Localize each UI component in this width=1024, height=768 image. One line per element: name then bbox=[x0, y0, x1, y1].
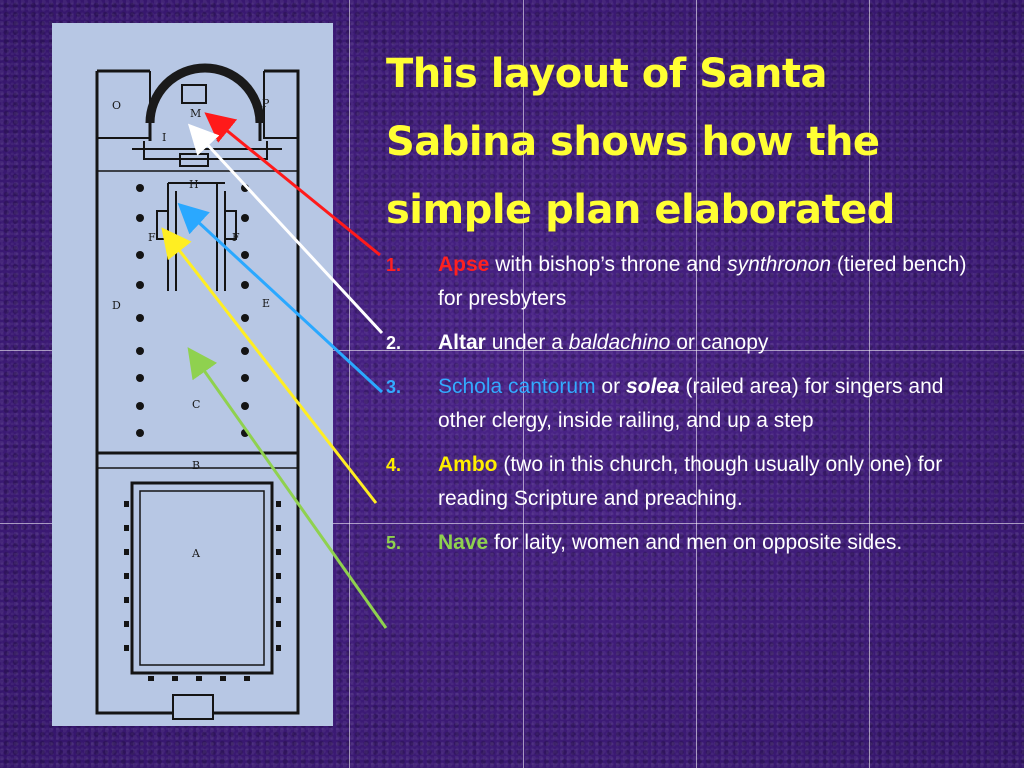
grid-line-vertical-3 bbox=[696, 0, 697, 768]
plan-label-c: C bbox=[192, 398, 200, 411]
grid-line-horizontal-1 bbox=[0, 350, 1024, 351]
plan-label-m: M bbox=[190, 107, 201, 120]
item-term: Altar bbox=[438, 331, 486, 354]
item-text: (tiered bench) for presbyters bbox=[438, 253, 967, 310]
plan-label-d: D bbox=[112, 299, 121, 312]
item-text: under a bbox=[485, 331, 569, 354]
grid-line-horizontal-2 bbox=[0, 523, 1024, 524]
plan-label-o: O bbox=[112, 99, 121, 112]
item-text: for laity, women and men on opposite sid… bbox=[488, 531, 903, 554]
grid-line-vertical-4 bbox=[869, 0, 870, 768]
list-item-altar: 2. Altar under a baldachino or canopy bbox=[386, 326, 976, 360]
plan-label-g: G bbox=[192, 211, 201, 224]
plan-label-p: P bbox=[262, 97, 270, 110]
floor-plan-drawing: O P M I I H G F F D E C B A bbox=[95, 63, 300, 720]
numbered-list: 1. Apse with bishop’s throne and synthro… bbox=[386, 248, 976, 570]
item-term: Ambo bbox=[438, 453, 498, 476]
item-term: Apse bbox=[438, 253, 490, 276]
item-italic-term: synthronon bbox=[727, 253, 832, 276]
plan-label-b: B bbox=[192, 459, 200, 472]
grid-line-vertical-1 bbox=[349, 0, 350, 768]
item-term: Schola cantorum bbox=[438, 375, 596, 398]
plan-label-e: E bbox=[262, 297, 270, 310]
item-number: 4. bbox=[386, 455, 402, 475]
plan-label-h: H bbox=[189, 178, 199, 191]
plan-label-i-left: I bbox=[162, 131, 166, 144]
plan-label-a: A bbox=[191, 547, 201, 560]
list-item-schola-cantorum: 3. Schola cantorum or solea (railed area… bbox=[386, 370, 976, 438]
list-item-ambo: 4. Ambo (two in this church, though usua… bbox=[386, 448, 976, 516]
item-italic-term: solea bbox=[625, 375, 680, 398]
item-number: 1. bbox=[386, 255, 402, 275]
slide-title: This layout of Santa Sabina shows how th… bbox=[386, 51, 895, 233]
plan-label-f-left: F bbox=[148, 231, 156, 244]
list-item-nave: 5. Nave for laity, women and men on oppo… bbox=[386, 526, 976, 560]
item-term: Nave bbox=[438, 531, 489, 554]
plan-label-f-right: F bbox=[232, 231, 240, 244]
plan-label-i-right: I bbox=[216, 131, 220, 144]
item-text: with bishop’s throne and bbox=[489, 253, 728, 276]
item-number: 2. bbox=[386, 333, 402, 353]
item-text: (railed area) for singers and other cler… bbox=[438, 375, 944, 432]
floor-plan-image: O P M I I H G F F D E C B A bbox=[52, 23, 333, 726]
item-number: 3. bbox=[386, 377, 402, 397]
item-text: (two in this church, though usually only… bbox=[438, 453, 943, 510]
grid-line-vertical-2 bbox=[523, 0, 524, 768]
list-item-apse: 1. Apse with bishop’s throne and synthro… bbox=[386, 248, 976, 316]
item-number: 5. bbox=[386, 533, 402, 553]
item-text: or bbox=[595, 375, 626, 398]
item-text: or canopy bbox=[670, 331, 769, 354]
item-italic-term: baldachino bbox=[568, 331, 671, 354]
